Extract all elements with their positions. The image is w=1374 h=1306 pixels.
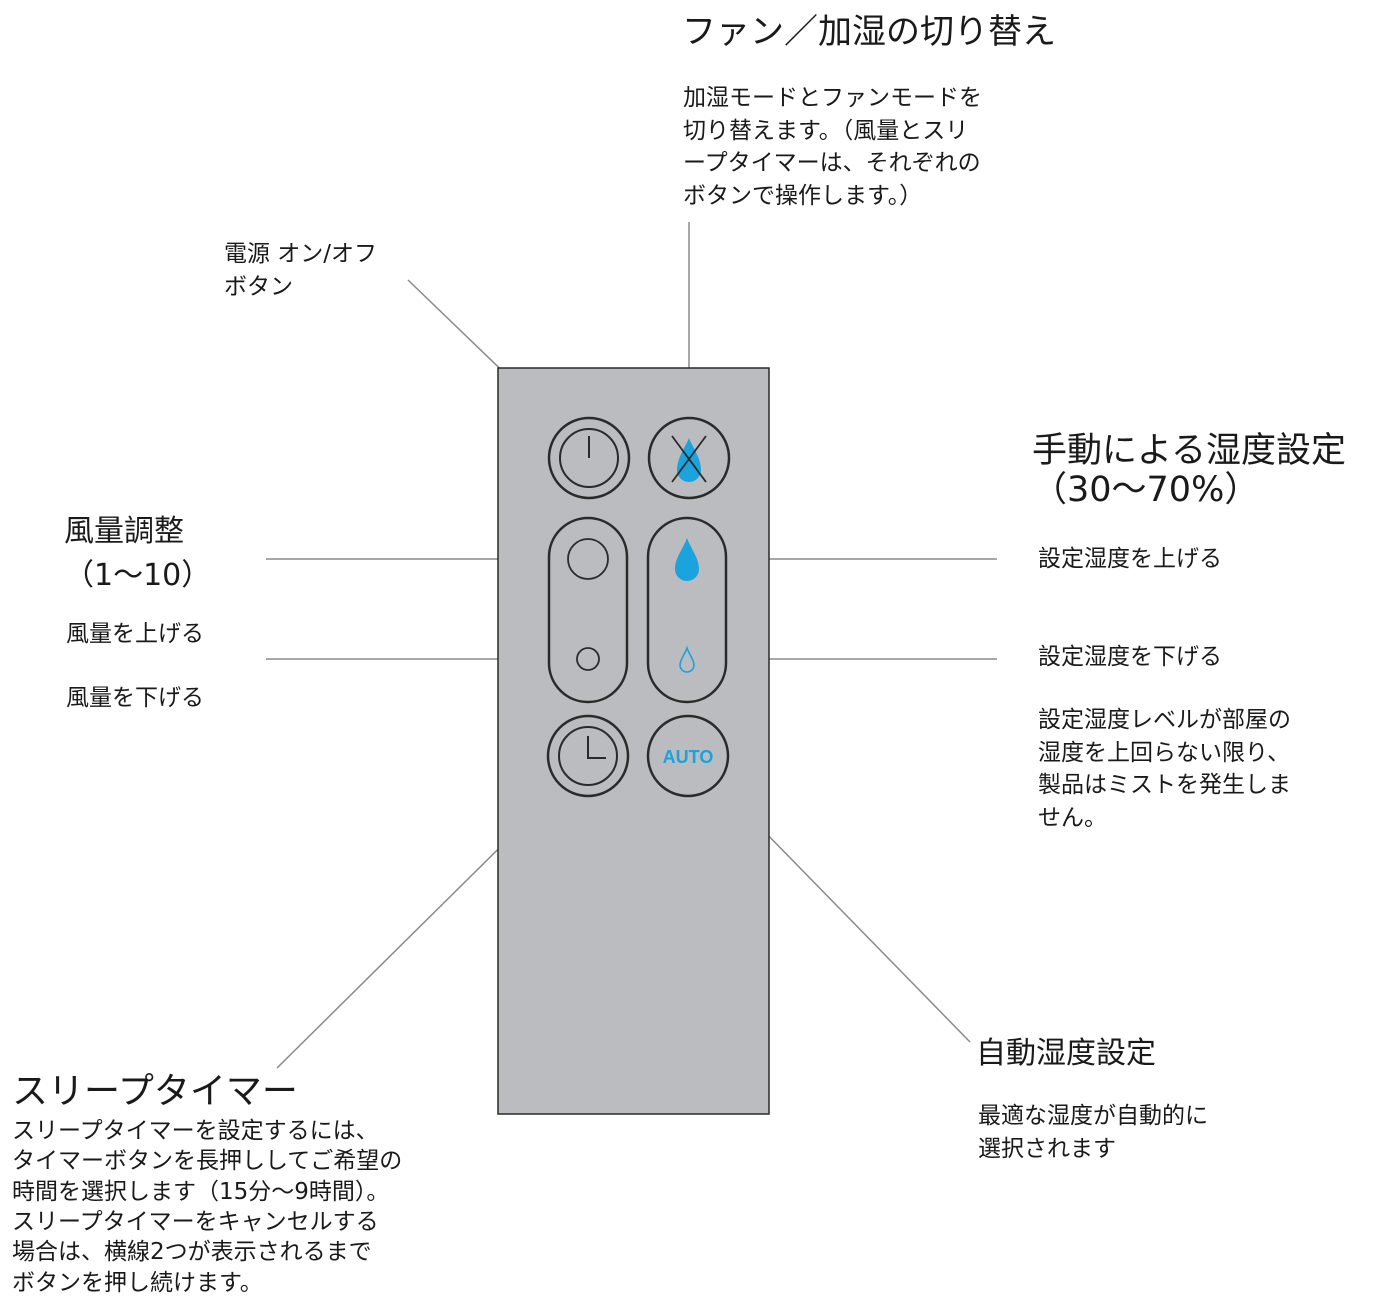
large-circle-icon xyxy=(567,538,609,580)
droplet-crossed-icon xyxy=(671,435,707,483)
small-circle-icon xyxy=(576,647,600,671)
humidity-up-label: 設定湿度を上げる xyxy=(1038,546,1222,572)
power-label: 電源 オン/オフ ボタン xyxy=(224,241,378,300)
airflow-down-button[interactable] xyxy=(576,647,600,671)
clock-icon xyxy=(558,726,618,786)
auto-button[interactable]: AUTO xyxy=(646,714,730,798)
auto-humidity-desc: 最適な湿度が自動的に 選択されます xyxy=(978,1103,1208,1162)
sleep-timer-title: スリープタイマー xyxy=(12,1071,298,1112)
auto-label: AUTO xyxy=(663,747,714,767)
manual-humidity-title: 手動による湿度設定 （30〜70%） xyxy=(1032,431,1346,510)
airflow-down-label: 風量を下げる xyxy=(66,685,204,711)
airflow-up-button[interactable] xyxy=(567,538,609,580)
mode-switch-title: ファン／加湿の切り替え xyxy=(682,12,1056,52)
airflow-up-label: 風量を上げる xyxy=(66,621,204,647)
remote-body xyxy=(497,367,770,1115)
mode-toggle-button[interactable] xyxy=(647,416,731,500)
humidity-down-label: 設定湿度を下げる xyxy=(1038,644,1222,670)
airflow-title: 風量調整 （1〜10） xyxy=(64,514,212,593)
auto-humidity-title: 自動湿度設定 xyxy=(976,1036,1156,1071)
humidity-note: 設定湿度レベルが部屋の 湿度を上回らない限り、 製品はミストを発生しま せん。 xyxy=(1038,707,1291,831)
filled-droplet-icon xyxy=(675,538,699,581)
sleep-timer-desc: スリープタイマーを設定するには、 タイマーボタンを長押ししてご希望の 時間を選択… xyxy=(12,1118,403,1296)
humidity-pill xyxy=(646,516,728,704)
humidity-down-button[interactable] xyxy=(679,645,695,673)
sleep-timer-button[interactable] xyxy=(546,714,630,798)
mode-switch-desc: 加湿モードとファンモードを 切り替えます。（風量とスリ ープタイマーは、それぞれ… xyxy=(683,85,982,209)
power-button[interactable] xyxy=(547,416,631,500)
power-icon xyxy=(559,428,619,488)
outline-droplet-icon xyxy=(679,645,695,673)
humidity-up-button[interactable] xyxy=(675,538,699,581)
